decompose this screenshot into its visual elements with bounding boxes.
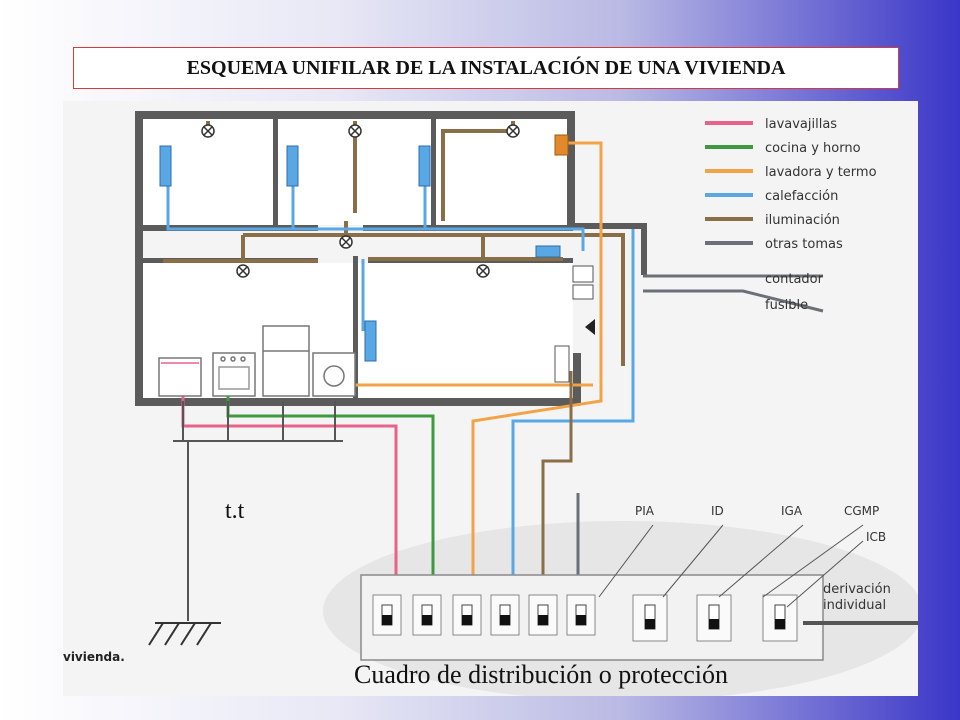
fuse-box (572, 284, 594, 300)
lamp-icon (476, 264, 490, 278)
radiator-icons (159, 145, 561, 362)
meter-boxes (572, 265, 594, 300)
meter-box (572, 265, 594, 283)
radiator-icon (286, 145, 299, 187)
legend: lavavajillas cocina y horno lavadora y ter… (705, 117, 877, 252)
breaker-icon (490, 594, 520, 636)
heating-circuit (166, 186, 635, 581)
meter-label: contador (765, 272, 824, 287)
legend-label: iluminación (765, 213, 840, 228)
lamp-icon (236, 264, 250, 278)
breaker-icon (566, 594, 596, 636)
breaker-icon (762, 594, 798, 642)
legend-label: cocina y horno (765, 141, 861, 156)
radiator-icon (418, 145, 431, 187)
appliance-icons (158, 325, 356, 397)
legend-label: lavadora y termo (765, 165, 877, 180)
fridge-icon (262, 325, 310, 397)
legend-label: calefacción (765, 189, 838, 204)
wiring-diagram: lavavajillas cocina y horno lavadora y ter… (63, 111, 918, 696)
individual-label: individual (823, 598, 886, 613)
radiator-icon (159, 145, 172, 187)
breaker-icon (372, 594, 402, 636)
breakers (372, 594, 798, 642)
other-outlets-circuit (576, 274, 824, 581)
earth-label: t.t (225, 498, 245, 524)
dishwasher-icon (158, 357, 202, 397)
lamp-icon (201, 124, 215, 138)
id-label: ID (711, 504, 724, 518)
lamp-icon (348, 124, 362, 138)
dishwasher-circuit (181, 391, 398, 587)
lamp-icons (201, 124, 520, 278)
water-heater-icon (554, 134, 569, 156)
breaker-icon (528, 594, 558, 636)
callout-lines (598, 524, 864, 608)
legend-label: otras tomas (765, 237, 843, 252)
washer-heater-circuit (353, 141, 603, 587)
radiator-icon (364, 320, 377, 362)
legend-label: lavavajillas (765, 117, 837, 132)
title-text: ESQUEMA UNIFILAR DE LA INSTALACIÓN DE UN… (186, 56, 786, 79)
panel-caption: Cuadro de distribución o protección (354, 660, 728, 689)
pia-label: PIA (635, 504, 655, 518)
derivation-label: derivación (823, 582, 891, 597)
ground-symbol (148, 622, 221, 646)
breaker-icon (412, 594, 442, 636)
fuse-label: fusible (765, 298, 808, 313)
diagram-panel: lavavajillas cocina y horno lavadora y ter… (63, 101, 918, 696)
radiator-icon (535, 245, 561, 258)
wall-socket-icon (554, 345, 570, 383)
icb-label: ICB (866, 530, 886, 544)
meter-arrow-icon (585, 319, 595, 335)
lamp-icon (506, 124, 520, 138)
main-feed-circuit (541, 371, 573, 587)
cropped-text: vivienda. (63, 650, 125, 664)
cgmp-label: CGMP (844, 504, 879, 518)
iga-label: IGA (781, 504, 803, 518)
breaker-icon (452, 594, 482, 636)
breaker-icon (632, 594, 668, 642)
diagram-title: ESQUEMA UNIFILAR DE LA INSTALACIÓN DE UN… (73, 47, 899, 89)
lamp-icon (339, 235, 353, 249)
breaker-icon (696, 594, 732, 642)
earth-conductors (173, 401, 343, 621)
